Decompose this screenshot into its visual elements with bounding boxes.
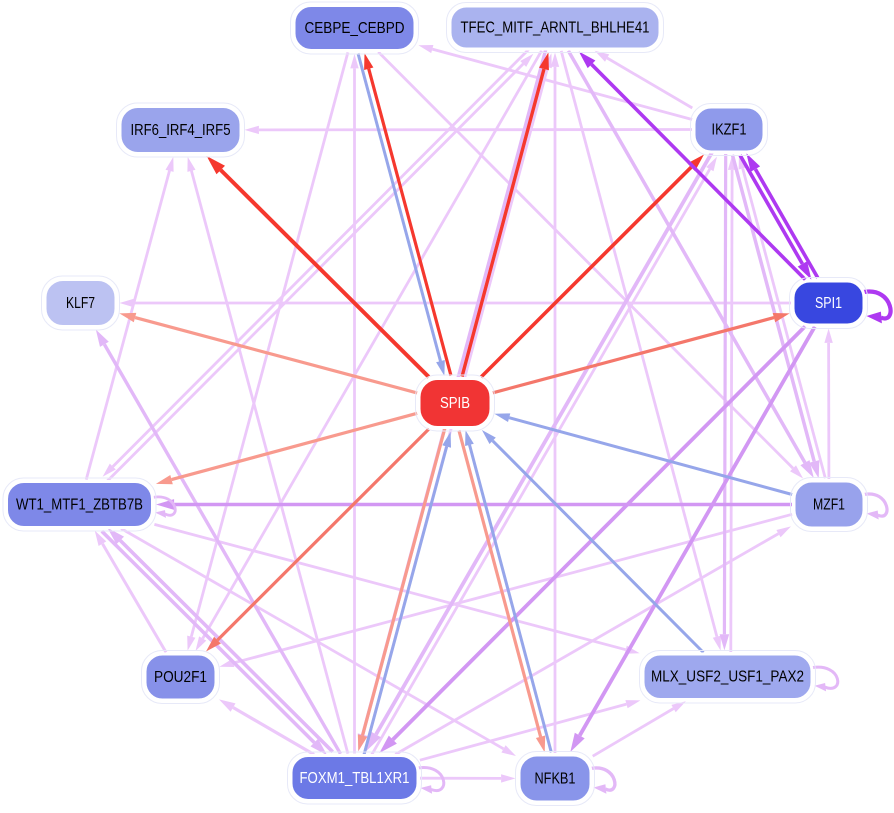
svg-text:NFKB1: NFKB1 <box>535 771 576 788</box>
svg-text:SPIB: SPIB <box>440 395 470 412</box>
svg-text:IKZF1: IKZF1 <box>712 122 747 139</box>
svg-text:WT1_MTF1_ZBTB7B: WT1_MTF1_ZBTB7B <box>16 497 143 514</box>
svg-text:SPI1: SPI1 <box>815 295 842 312</box>
svg-text:TFEC_MITF_ARNTL_BHLHE41: TFEC_MITF_ARNTL_BHLHE41 <box>461 20 650 37</box>
svg-text:IRF6_IRF4_IRF5: IRF6_IRF4_IRF5 <box>131 122 231 139</box>
svg-text:KLF7: KLF7 <box>66 295 95 312</box>
svg-text:MZF1: MZF1 <box>813 497 845 514</box>
svg-text:MLX_USF2_USF1_PAX2: MLX_USF2_USF1_PAX2 <box>651 669 804 686</box>
svg-text:CEBPE_CEBPD: CEBPE_CEBPD <box>305 20 405 37</box>
svg-text:FOXM1_TBL1XR1: FOXM1_TBL1XR1 <box>300 770 410 787</box>
svg-text:POU2F1: POU2F1 <box>154 669 207 686</box>
